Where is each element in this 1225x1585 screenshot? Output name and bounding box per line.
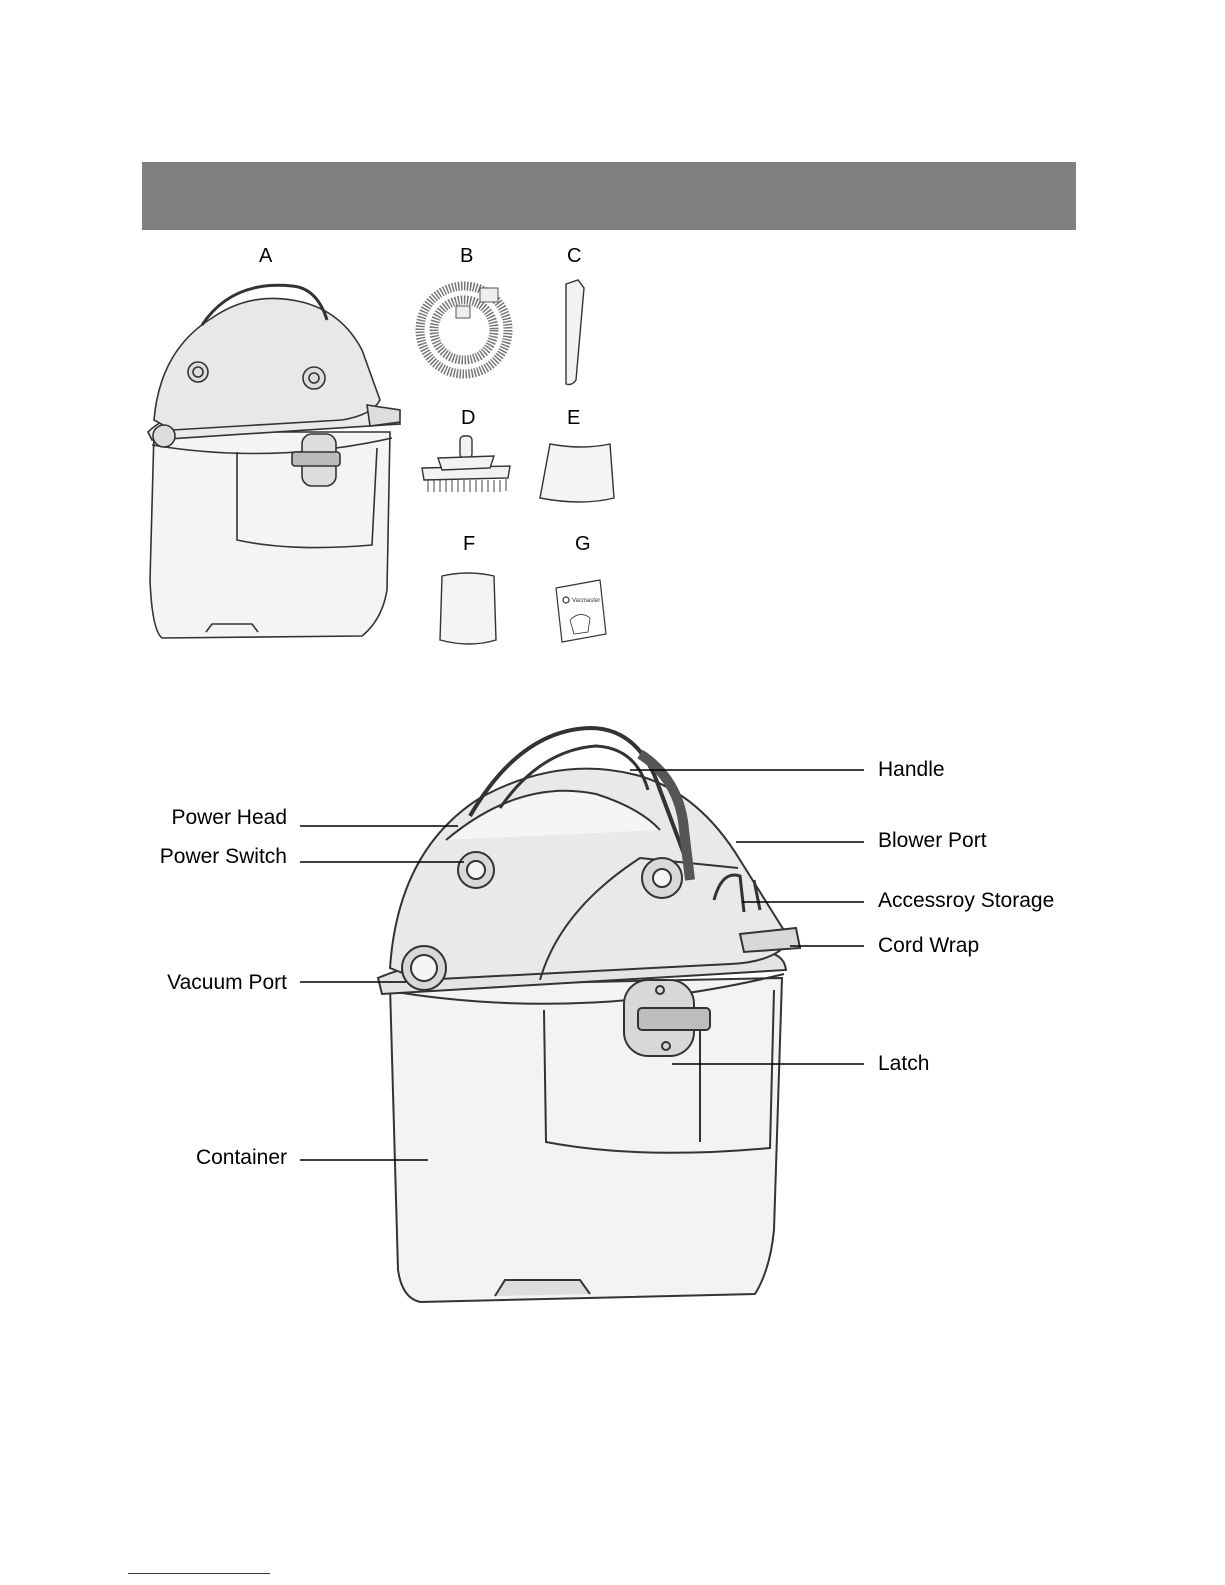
labeled-parts-diagram: Handle Power Head Blower Port Power Swit… [0,690,1225,1330]
hose-illustration [420,286,508,374]
item-letter-e: E [567,408,580,428]
item-letter-d: D [461,408,475,428]
item-letter-f: F [463,534,475,554]
item-letter-a: A [259,246,272,266]
item-letter-g: G [575,534,591,554]
item-letter-b: B [460,246,473,266]
manual-logo-text: Vacmaster [572,598,600,604]
item-letter-c: C [567,246,581,266]
label-power-switch: Power Switch [160,845,287,869]
label-handle: Handle [878,758,945,782]
floor-brush-illustration [422,436,510,492]
vacuum-unit-illustration [148,285,400,638]
label-power-head: Power Head [171,806,287,830]
label-cord-wrap: Cord Wrap [878,934,979,958]
footnote-separator [128,1573,270,1574]
label-latch: Latch [878,1052,929,1076]
label-vacuum-port: Vacuum Port [167,971,287,995]
crevice-tool-illustration [566,280,584,385]
package-contents-panel: Vacmaster A B C D E F G [142,240,616,656]
label-container: Container [196,1146,287,1170]
section-header-bar [142,162,1076,230]
cloth-filter-bag-illustration [540,444,614,502]
vacuum-parts-illustration [0,690,1225,1330]
package-contents-illustrations: Vacmaster [142,240,616,656]
foam-filter-illustration [440,573,496,644]
owners-manual-illustration: Vacmaster [556,580,606,642]
label-accessory-storage: Accessroy Storage [878,889,1054,913]
label-blower-port: Blower Port [878,829,987,853]
